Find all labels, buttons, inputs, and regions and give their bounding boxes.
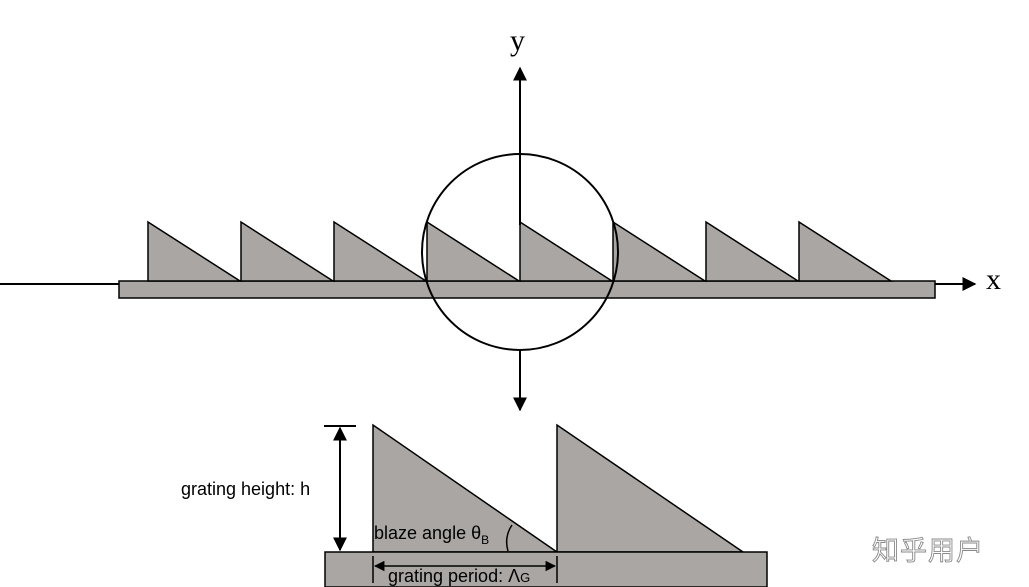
grating-height-label: grating height: h (181, 479, 310, 499)
top-tooth (240, 220, 336, 282)
top-teeth (147, 220, 894, 282)
top-tooth (612, 220, 708, 282)
top-tooth (519, 220, 615, 282)
top-tooth (147, 220, 243, 282)
y-axis-label: y (510, 24, 525, 57)
grating-period-label: grating period: ΛG (388, 566, 530, 586)
top-grating-view: y x (0, 24, 1001, 412)
top-tooth (333, 220, 429, 282)
blaze-angle-label: blaze angle θB (374, 523, 489, 547)
watermark-text: 知乎用户 (872, 536, 984, 567)
top-tooth (705, 220, 801, 282)
blaze-angle-arc (505, 524, 513, 552)
x-axis-label: x (986, 263, 1001, 296)
top-substrate (118, 280, 936, 299)
top-tooth (798, 220, 894, 282)
top-tooth (426, 220, 522, 282)
zoomed-tooth-2 (556, 423, 746, 553)
zoomed-grating-view: grating height: h blaze angle θB grating… (181, 423, 768, 587)
